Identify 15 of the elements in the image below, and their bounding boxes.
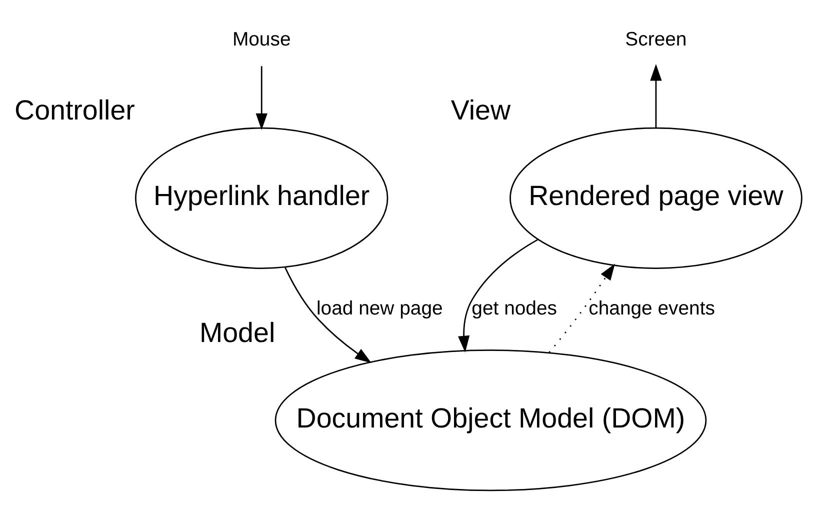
- arrow: [458, 238, 538, 352]
- node-text: Screen: [625, 28, 687, 50]
- edge-label: get nodes: [472, 296, 557, 319]
- node-label: Model: [199, 316, 276, 348]
- arrow: [256, 66, 268, 130]
- node-ellipse: Hyperlink handler: [135, 126, 388, 268]
- node-label: View: [450, 94, 511, 126]
- edge-label: change events: [588, 296, 715, 319]
- arrow: [284, 266, 372, 363]
- arrow: [650, 64, 662, 128]
- node-text: Mouse: [232, 28, 291, 50]
- node-ellipse: Rendered page view: [510, 126, 802, 268]
- arrow: [548, 263, 616, 352]
- edge-label: load new page: [316, 296, 443, 319]
- node-label: Controller: [14, 94, 135, 126]
